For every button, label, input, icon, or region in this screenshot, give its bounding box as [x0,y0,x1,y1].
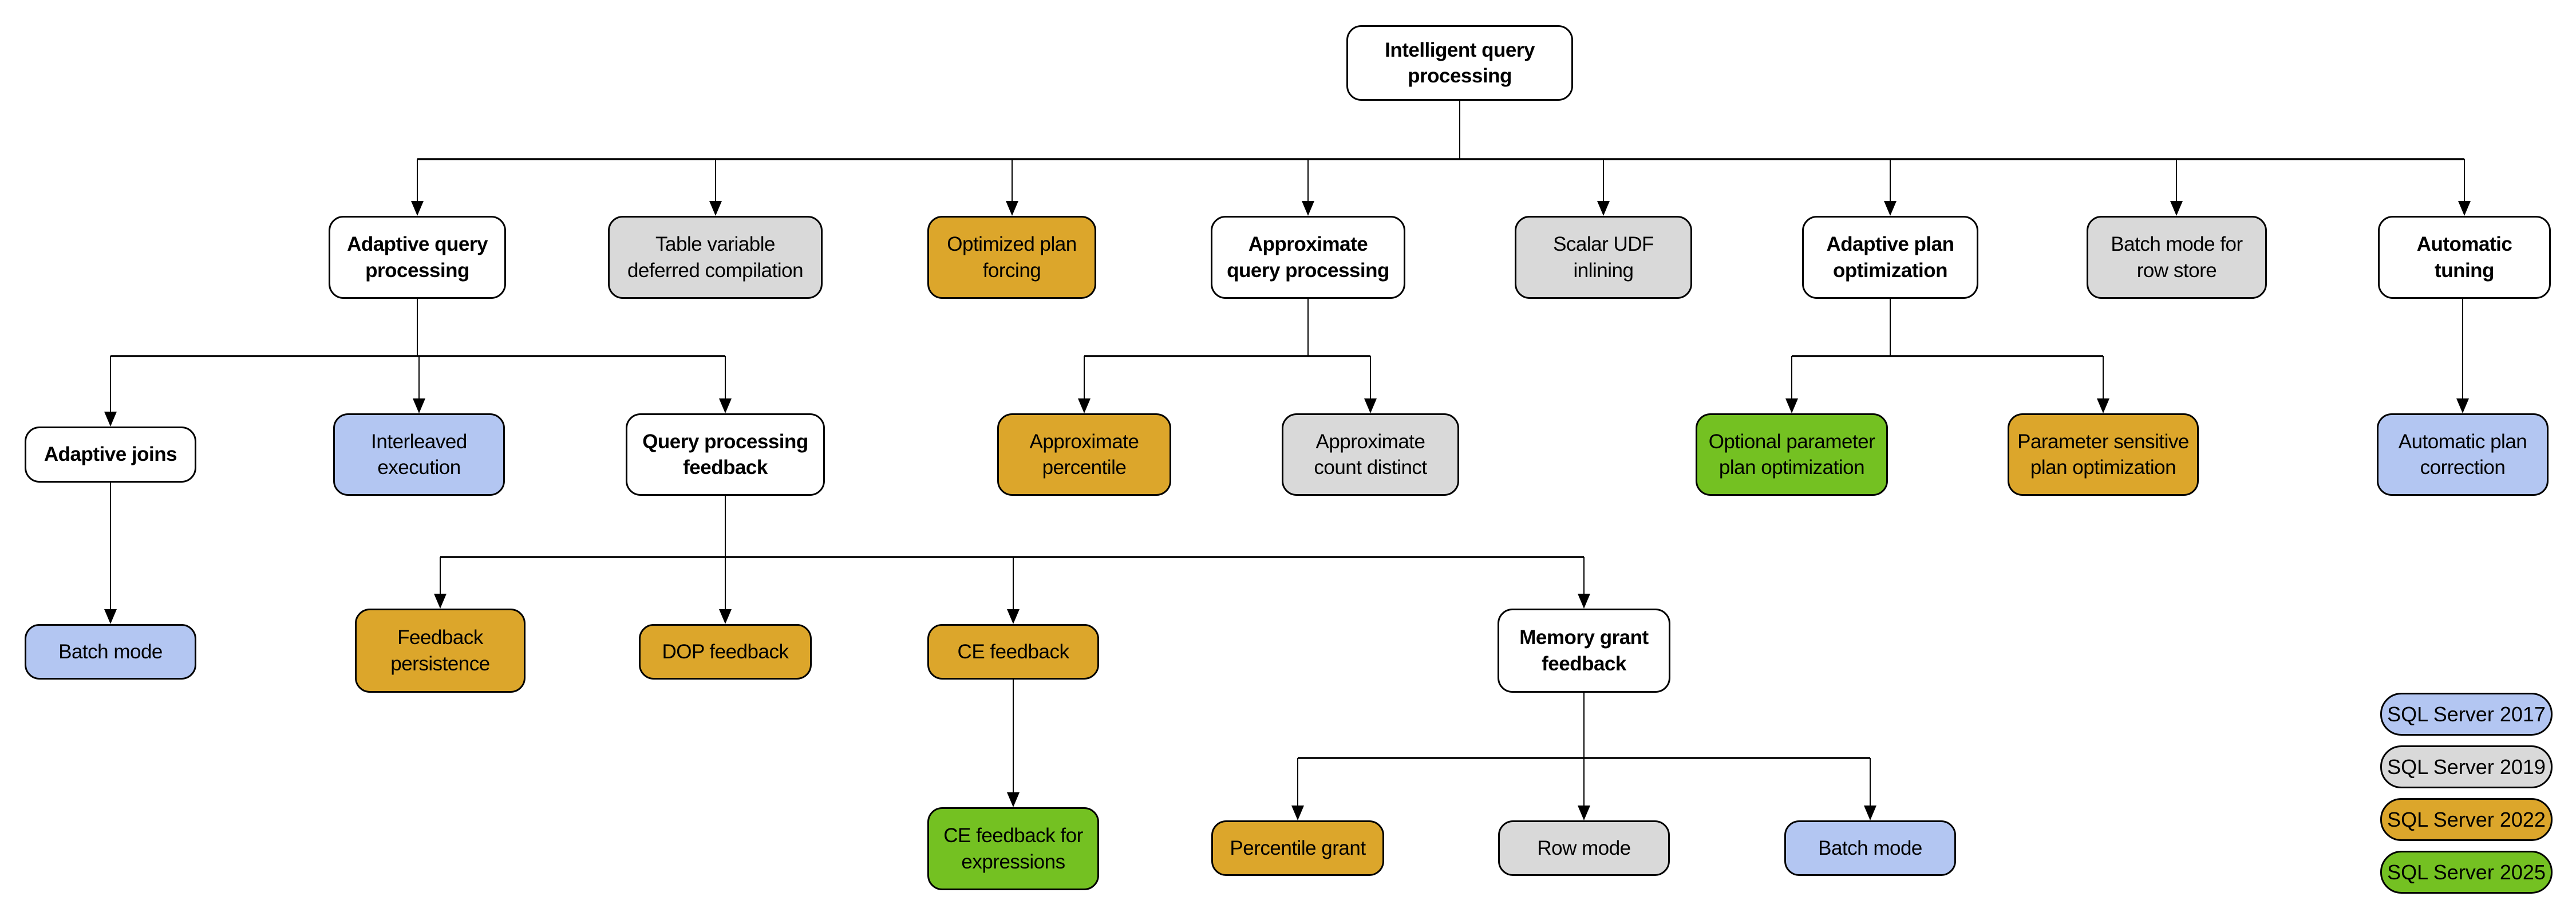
node-adaptive-plan-optimization: Adaptive plan optimization [1802,216,1978,299]
node-approximate-query-processing: Approximate query processing [1211,216,1405,299]
node-dop-feedback: DOP feedback [639,624,812,680]
node-approximate-percentile: Approximate percentile [997,413,1171,496]
legend-item-sql-server-2019: SQL Server 2019 [2380,745,2553,788]
node-optional-parameter-plan-optimization: Optional parameter plan optimization [1696,413,1888,496]
node-ce-feedback-for-expressions: CE feedback for expressions [927,807,1099,890]
node-row-mode: Row mode [1498,820,1670,876]
node-batch-mode-memory-grant: Batch mode [1784,820,1956,876]
connectors [104,101,2471,820]
node-parameter-sensitive-plan-optimization: Parameter sensitive plan optimization [2008,413,2199,496]
node-approximate-count-distinct: Approximate count distinct [1282,413,1459,496]
legend-item-sql-server-2022: SQL Server 2022 [2380,798,2553,841]
node-batch-mode-for-row-store: Batch mode for row store [2087,216,2267,299]
node-interleaved-execution: Interleaved execution [333,413,505,496]
node-percentile-grant: Percentile grant [1211,820,1384,876]
node-table-variable-deferred-compilation: Table variable deferred compilation [608,216,823,299]
node-batch-mode-adaptive-joins: Batch mode [25,624,196,680]
node-memory-grant-feedback: Memory grant feedback [1498,609,1670,693]
node-optimized-plan-forcing: Optimized plan forcing [927,216,1096,299]
node-feedback-persistence: Feedback persistence [355,609,526,693]
legend-item-sql-server-2017: SQL Server 2017 [2380,693,2553,736]
node-automatic-plan-correction: Automatic plan correction [2377,413,2549,496]
node-adaptive-query-processing: Adaptive query processing [329,216,506,299]
node-scalar-udf-inlining: Scalar UDF inlining [1515,216,1692,299]
node-intelligent-query-processing: Intelligent query processing [1346,25,1573,101]
node-automatic-tuning: Automatic tuning [2378,216,2551,299]
legend-item-sql-server-2025: SQL Server 2025 [2380,851,2553,894]
node-query-processing-feedback: Query processing feedback [626,413,825,496]
node-adaptive-joins: Adaptive joins [25,427,196,483]
node-ce-feedback: CE feedback [927,624,1099,680]
